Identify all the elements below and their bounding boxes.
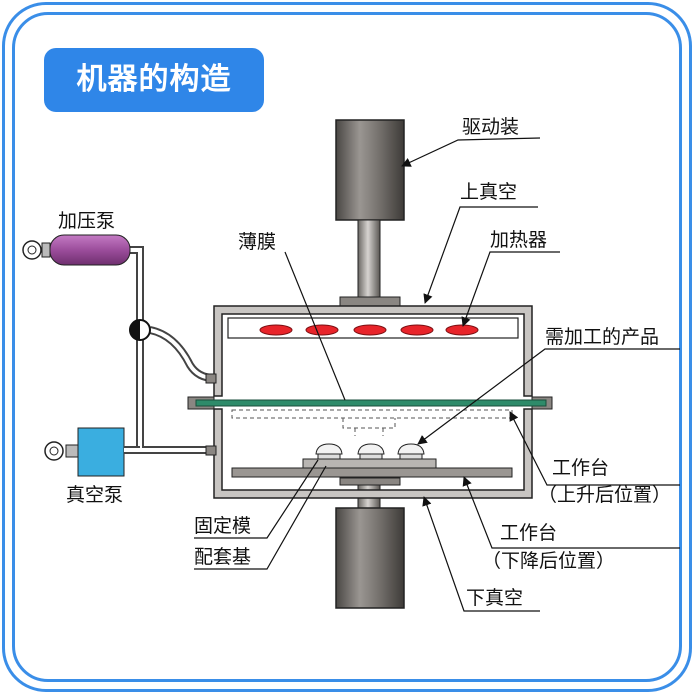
label-table-up-1: 工作台 xyxy=(552,457,609,479)
label-table-down-1: 工作台 xyxy=(500,522,557,544)
label-drive: 驱动装 xyxy=(462,116,519,138)
label-product: 需加工的产品 xyxy=(545,326,659,348)
inner-frame xyxy=(12,12,682,682)
leader-lines xyxy=(194,137,680,612)
label-heater: 加热器 xyxy=(490,229,547,251)
label-vacuum-pump: 真空泵 xyxy=(66,484,123,506)
label-upper-vacuum: 上真空 xyxy=(460,181,517,203)
label-pressure-pump: 加压泵 xyxy=(58,210,115,232)
page-title: 机器的构造 xyxy=(44,48,264,112)
outer-frame xyxy=(2,2,692,692)
work-table-raised xyxy=(231,409,513,436)
upper-chamber xyxy=(213,305,533,397)
pressure-pump xyxy=(22,234,144,330)
label-table-down-2: （下降后位置） xyxy=(482,550,615,572)
work-table-lowered xyxy=(231,467,513,478)
upper-drive-cylinder xyxy=(335,119,405,307)
label-base: 配套基 xyxy=(194,546,251,568)
pipe-network xyxy=(136,326,217,456)
label-film: 薄膜 xyxy=(238,231,276,253)
vacuum-pump xyxy=(44,427,140,477)
label-lower-vacuum: 下真空 xyxy=(466,587,523,609)
lower-chamber xyxy=(213,408,533,499)
valve-icon xyxy=(129,319,151,341)
film-sheet xyxy=(187,396,553,410)
label-fixed-mold: 固定模 xyxy=(194,515,251,537)
mold-assembly xyxy=(302,443,437,469)
label-table-up-2: （上升后位置） xyxy=(538,484,671,506)
heater-elements xyxy=(259,324,479,336)
